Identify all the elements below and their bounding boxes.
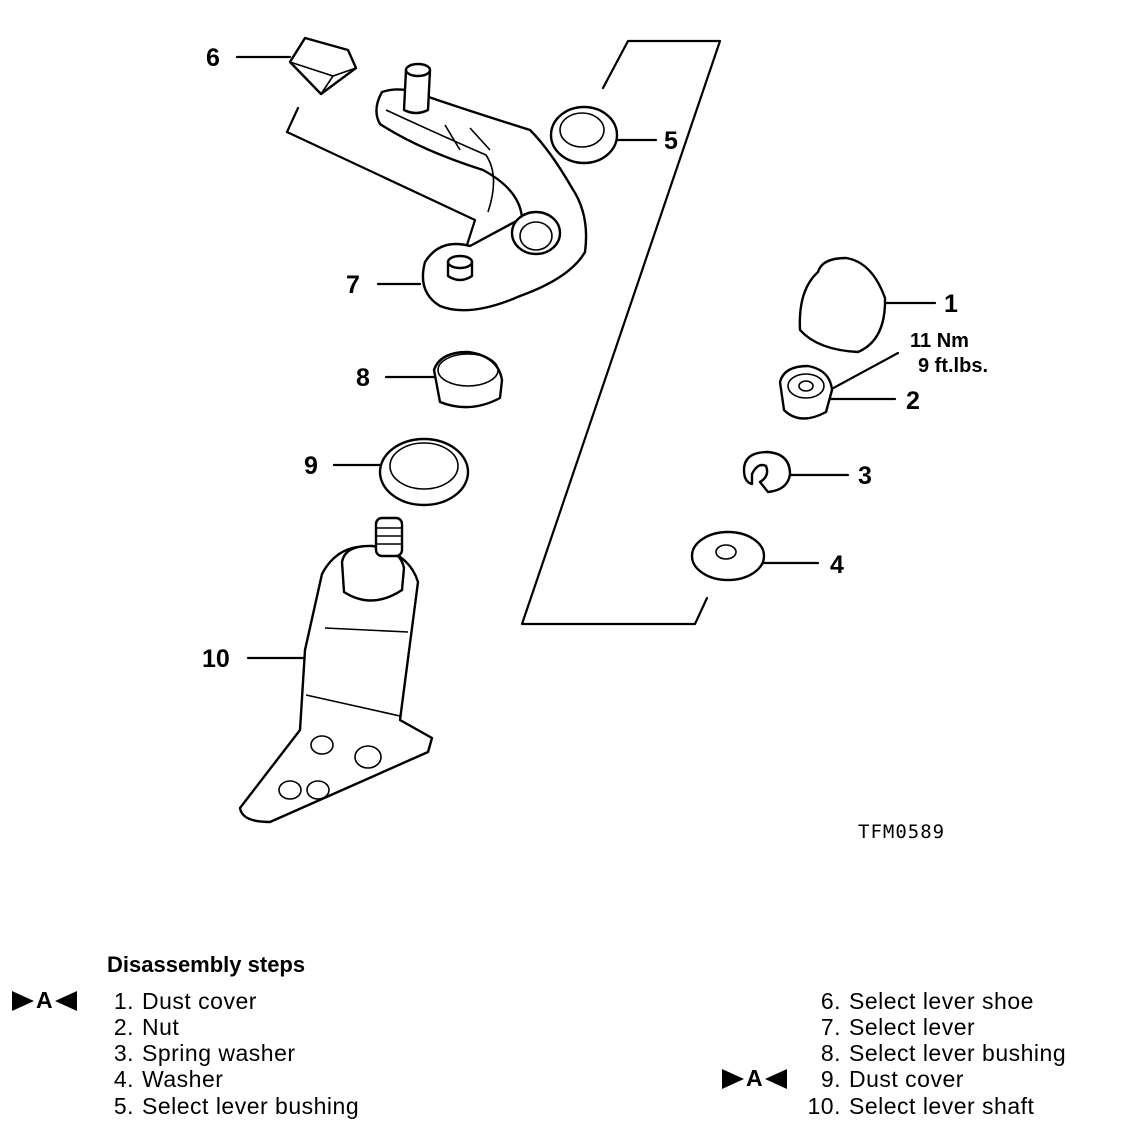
callout-10: 10 xyxy=(202,645,230,673)
callout-1: 1 xyxy=(944,290,958,318)
legend-step: 5. Select lever bushing xyxy=(94,1093,359,1120)
legend-step-number: 9. xyxy=(820,1066,841,1092)
legend-step-number: 1. xyxy=(113,988,134,1014)
legend-title: Disassembly steps xyxy=(107,952,306,977)
assembly-bracket-line xyxy=(520,39,722,626)
callout-2: 2 xyxy=(906,387,920,415)
washer-part xyxy=(690,530,766,582)
triangle-left-icon xyxy=(764,1068,787,1089)
triangle-right-icon xyxy=(722,1068,744,1089)
service-point-letter: A xyxy=(746,1065,763,1092)
legend-step: 3. Spring washer xyxy=(94,1040,296,1067)
legend-step-number: 2. xyxy=(113,1014,134,1040)
dust-cover-cap-part xyxy=(798,256,887,354)
legend-step-number: 4. xyxy=(113,1066,134,1092)
legend-step: 8. Select lever bushing xyxy=(801,1040,1066,1067)
service-point-letter: A xyxy=(36,987,53,1014)
legend-step-label: Select lever bushing xyxy=(142,1093,360,1119)
callout-4: 4 xyxy=(830,551,844,579)
legend-step: 7. Select lever xyxy=(801,1014,975,1041)
triangle-right-icon xyxy=(12,990,34,1011)
callout-5: 5 xyxy=(664,127,678,155)
nut-part xyxy=(778,364,834,420)
legend-step-number: 8. xyxy=(820,1040,841,1066)
callout-8: 8 xyxy=(356,364,370,392)
torque-spec-ftlbs: 9 ft.lbs. xyxy=(918,355,988,377)
select-lever-shoe-part xyxy=(288,36,358,96)
legend-step: 2. Nut xyxy=(94,1014,179,1041)
spring-washer-part xyxy=(742,450,792,494)
legend-step-number: 3. xyxy=(113,1040,134,1066)
legend-step-label: Washer xyxy=(142,1066,224,1092)
legend-step: 4. Washer xyxy=(94,1066,223,1093)
service-point-a-marker: A xyxy=(722,1064,787,1092)
legend-step-label: Select lever shaft xyxy=(849,1093,1035,1119)
legend-step: 6. Select lever shoe xyxy=(801,988,1034,1015)
triangle-left-icon xyxy=(54,990,77,1011)
callout-3: 3 xyxy=(858,462,872,490)
select-lever-part xyxy=(375,62,588,312)
legend-step-label: Dust cover xyxy=(142,988,257,1014)
callout-7: 7 xyxy=(346,271,360,299)
select-lever-shaft-part xyxy=(238,516,434,824)
service-point-a-marker: A xyxy=(12,986,77,1014)
legend-step-label: Spring washer xyxy=(142,1040,296,1066)
torque-spec-nm: 11 Nm xyxy=(910,330,969,352)
legend-step-number: 7. xyxy=(820,1014,841,1040)
figure-code: TFM0589 xyxy=(858,821,945,843)
legend-step-label: Nut xyxy=(142,1014,180,1040)
exploded-parts-diagram: 1 2 3 4 5 6 7 8 9 10 11 Nm 9 ft.lbs. TFM… xyxy=(202,36,988,843)
legend-step: 10. Select lever shaft xyxy=(801,1093,1034,1120)
legend-step-number: 10. xyxy=(807,1093,841,1119)
select-lever-bushing-lower-part xyxy=(432,350,504,409)
select-lever-bushing-upper-part xyxy=(549,105,619,165)
callout-6: 6 xyxy=(206,44,220,72)
callout-9: 9 xyxy=(304,452,318,480)
legend-step-label: Select lever bushing xyxy=(849,1040,1067,1066)
legend-step-label: Select lever shoe xyxy=(849,988,1034,1014)
dust-cover-ring-part xyxy=(378,437,470,507)
legend-step-number: 6. xyxy=(820,988,841,1014)
legend-step-label: Select lever xyxy=(849,1014,976,1040)
legend-step-label: Dust cover xyxy=(849,1066,964,1092)
leader-lines xyxy=(235,55,937,660)
legend-step: 9. Dust cover xyxy=(801,1066,964,1093)
legend-step: 1. Dust cover xyxy=(94,988,257,1015)
legend-step-number: 5. xyxy=(113,1093,134,1119)
